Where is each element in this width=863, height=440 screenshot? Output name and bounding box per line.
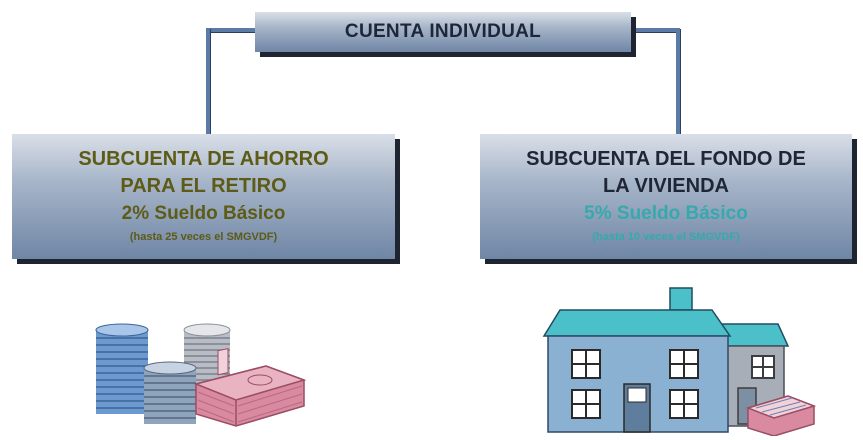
connector-left-horizontal [206,28,256,32]
coins-and-money-icon [95,323,307,427]
banknote-bundle-icon [193,348,307,427]
blue-coin-stack-icon [95,323,149,414]
gray-coin-stack-icon [143,361,197,424]
subcuenta-vivienda-box: SUBCUENTA DEL FONDO DE LA VIVIENDA 5% Su… [480,134,852,259]
house-icon [542,287,817,436]
subcuenta-retiro-note: (hasta 25 veces el SMGVDF) [129,231,278,243]
connector-left-vertical [206,28,210,136]
subcuenta-retiro-percentage: 2% Sueldo Básico [121,203,286,224]
banknote-icon [745,395,817,436]
subcuenta-vivienda-note: (hasta 10 veces el SMGVDF) [592,231,740,243]
cuenta-individual-box: CUENTA INDIVIDUAL [255,12,631,52]
cuenta-individual-label: CUENTA INDIVIDUAL [344,21,542,42]
connector-right-horizontal [630,28,680,32]
subcuenta-vivienda-percentage: 5% Sueldo Básico [584,203,748,224]
subcuenta-vivienda-title-line2: LA VIVIENDA [603,175,729,197]
subcuenta-retiro-title-line2: PARA EL RETIRO [120,175,287,197]
subcuenta-vivienda-title-line1: SUBCUENTA DEL FONDO DE [526,148,806,170]
subcuenta-retiro-box: SUBCUENTA DE AHORRO PARA EL RETIRO 2% Su… [12,134,395,259]
connector-right-vertical [676,28,680,136]
subcuenta-retiro-title-line1: SUBCUENTA DE AHORRO [78,148,329,170]
